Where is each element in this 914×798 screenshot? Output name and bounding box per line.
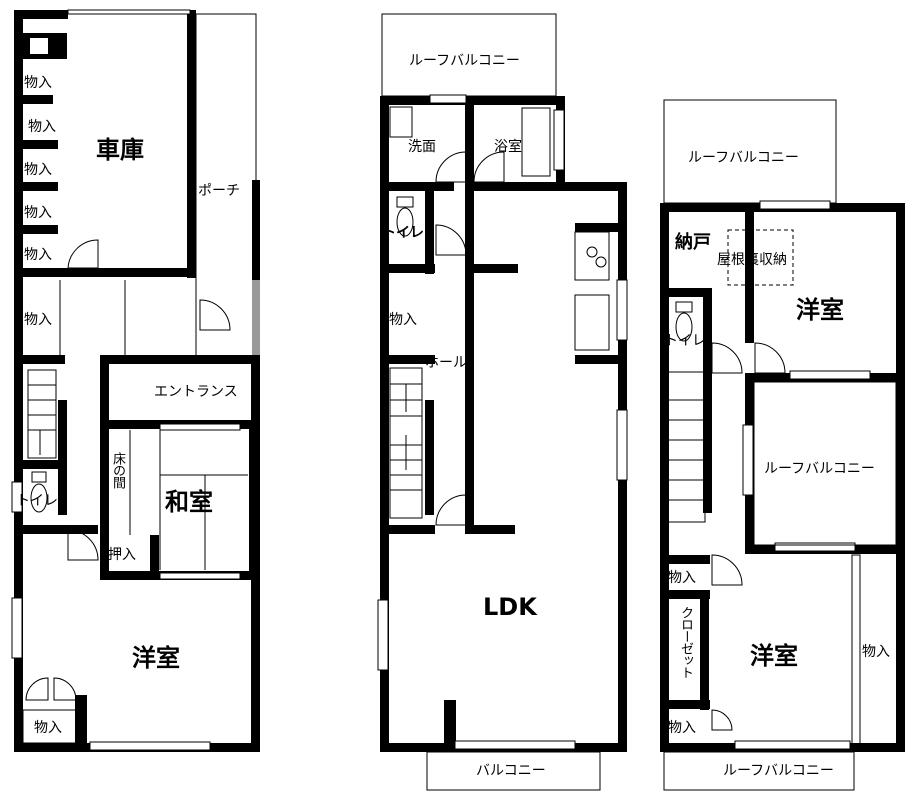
storage-label-3: 物入 [24, 162, 52, 178]
garage-label: 車庫 [96, 136, 144, 164]
roof-balcony-label-f3-bottom: ルーフバルコニー [723, 763, 834, 779]
storage-label-f2: 物入 [389, 312, 417, 328]
storage-label-5: 物入 [24, 247, 52, 263]
storage-label-f3-1: 物入 [668, 570, 696, 586]
bathroom-label: 浴室 [494, 139, 522, 155]
western-room-label-f1: 洋室 [132, 644, 180, 672]
storage-label-2: 物入 [28, 119, 56, 135]
storage-label-6: 物入 [24, 312, 52, 328]
storage-label-1: 物入 [24, 75, 52, 91]
toilet-label-f1: トイレ [16, 493, 58, 509]
entrance-label: エントランス [154, 384, 238, 400]
floor-2-plan [377, 13, 628, 791]
storage-label-f3-3: 物入 [668, 720, 696, 736]
hall-label: ホール [425, 355, 467, 371]
western-room-label-f3-a: 洋室 [796, 296, 844, 324]
storage-label-f3-2: 物入 [862, 644, 890, 660]
roof-balcony-label-f2: ルーフバルコニー [409, 53, 520, 69]
oshiire-label: 押入 [108, 547, 136, 563]
western-room-label-f3-b: 洋室 [750, 642, 798, 670]
closet-label: クローゼット [678, 606, 693, 678]
washitsu-label: 和室 [165, 488, 213, 516]
washroom-label: 洗面 [408, 139, 436, 155]
floor-1-plan [11, 9, 260, 752]
floor-3-plan [660, 99, 905, 791]
balcony-label: バルコニー [476, 763, 546, 779]
tokonoma-label: 床の間 [110, 452, 125, 488]
storage-label-7: 物入 [34, 720, 62, 736]
roof-balcony-label-f3-mid: ルーフバルコニー [764, 461, 875, 477]
porch-label: ポーチ [198, 183, 240, 199]
nando-label: 納戸 [675, 232, 711, 253]
ldk-label: LDK [483, 593, 537, 621]
attic-storage-label: 屋根裏収納 [717, 252, 787, 268]
toilet-label-f3: トイレ [664, 333, 706, 349]
toilet-label-f2: トイレ [382, 225, 424, 241]
storage-label-4: 物入 [24, 205, 52, 221]
roof-balcony-label-f3-top: ルーフバルコニー [688, 150, 799, 166]
